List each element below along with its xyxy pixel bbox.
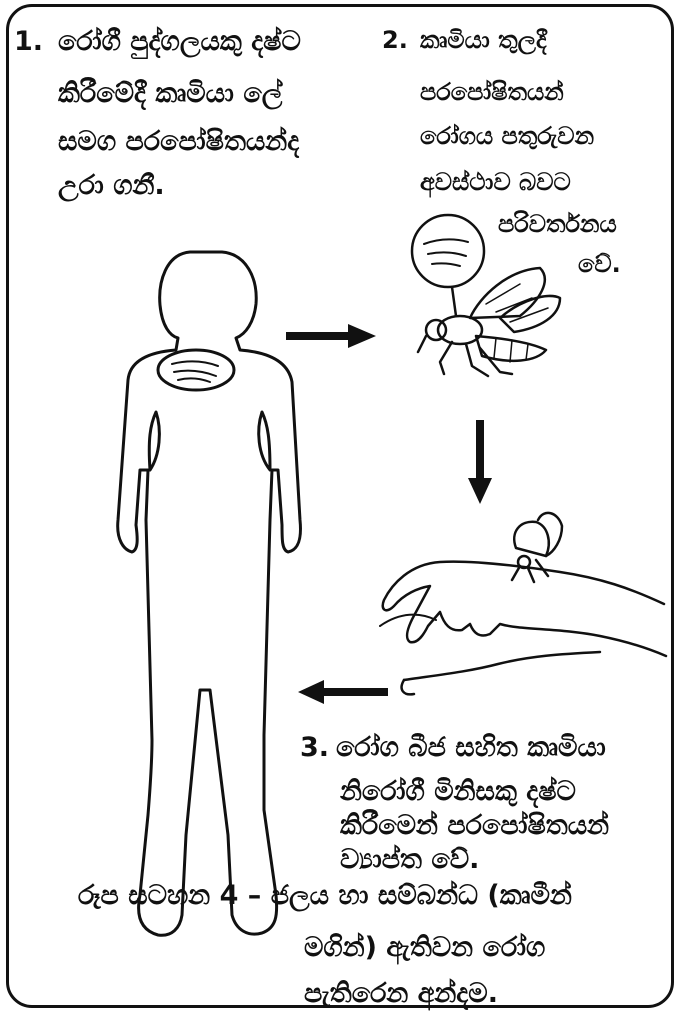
step3-line-3: කිරීමෙන් පරපෝෂිතයන් [340,812,609,839]
mosquito-with-parasites [412,215,560,376]
step3-line-1: රෝග බීජ සහිත කෘමියා [336,734,606,761]
figure-caption-line-2: මගින්) ඇතිවන රෝග [304,934,545,961]
figure-caption-line-3: පැතිරෙන අන්දම. [304,980,498,1007]
arrow-down [468,420,492,504]
human-figure [118,252,301,935]
figure-caption-line-1: රූප සටහන 4 – ජලය හා සම්බන්ධ (කෘමීන් [78,882,572,909]
step3-line-2: නිරෝගී මිනිසකු දෂ්ට [340,778,576,805]
step3-line-4: ව්‍යාප්ත වේ. [340,846,479,873]
step3-number: 3. [300,734,329,761]
arrow-right [286,324,376,348]
arrow-left [298,680,388,704]
hand-with-mosquito [380,513,666,694]
